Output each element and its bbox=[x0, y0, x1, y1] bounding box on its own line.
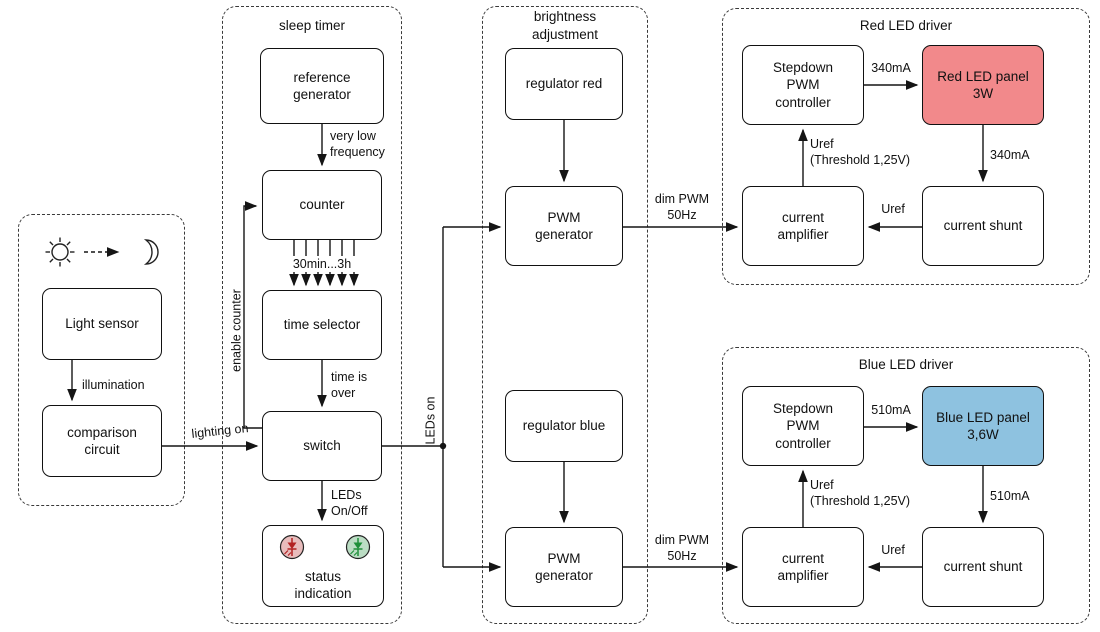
edge-label-510ma-2: 510mA bbox=[990, 489, 1030, 503]
edge-label-dim-pwm-red: dim PWM 50Hz bbox=[654, 192, 710, 223]
node-regulator-blue: regulator blue bbox=[505, 390, 623, 462]
group-title-red-led-driver: Red LED driver bbox=[859, 18, 953, 33]
group-title-brightness-adjustment: brightness adjustment bbox=[531, 9, 599, 42]
edge-label-uref-threshold-red: Uref (Threshold 1,25V) bbox=[810, 137, 911, 168]
node-stepdown-pwm-controller-red: Stepdown PWM controller bbox=[742, 45, 864, 125]
node-comparison-circuit: comparison circuit bbox=[42, 405, 162, 477]
node-red-led-panel: Red LED panel 3W bbox=[922, 45, 1044, 125]
node-blue-led-panel: Blue LED panel 3,6W bbox=[922, 386, 1044, 466]
edge-label-340ma-2: 340mA bbox=[990, 148, 1030, 162]
edge-label-dim-pwm-blue: dim PWM 50Hz bbox=[654, 533, 710, 564]
edge-label-uref-blue: Uref bbox=[881, 543, 905, 557]
edge-label-leds-on-off: LEDs On/Off bbox=[331, 488, 368, 519]
edge-label-leds-on: LEDs on bbox=[423, 396, 438, 445]
edge-label-time-is-over: time is over bbox=[331, 370, 368, 401]
edge-label-510ma-1: 510mA bbox=[871, 403, 911, 417]
node-reference-generator: reference generator bbox=[260, 48, 384, 124]
node-current-amplifier-red: current amplifier bbox=[742, 186, 864, 266]
group-blue-led-driver bbox=[722, 347, 1090, 624]
green-led-indicator-icon bbox=[345, 534, 371, 560]
crescent-moon-icon bbox=[130, 236, 162, 268]
group-light-sensing bbox=[18, 214, 185, 506]
node-light-sensor: Light sensor bbox=[42, 288, 162, 360]
group-title-sleep-timer: sleep timer bbox=[278, 18, 346, 33]
edge-label-340ma-1: 340mA bbox=[871, 61, 911, 75]
node-switch: switch bbox=[262, 411, 382, 481]
edge-label-uref-threshold-blue: Uref (Threshold 1,25V) bbox=[810, 478, 911, 509]
node-regulator-red: regulator red bbox=[505, 48, 623, 120]
group-sleep-timer bbox=[222, 6, 402, 624]
node-stepdown-pwm-controller-blue: Stepdown PWM controller bbox=[742, 386, 864, 466]
edge-label-very-low-frequency: very low frequency bbox=[330, 129, 385, 160]
group-brightness-adjustment bbox=[482, 6, 648, 624]
node-pwm-generator-blue: PWM generator bbox=[505, 527, 623, 607]
edge-label-enable-counter: enable counter bbox=[229, 289, 244, 372]
group-red-led-driver bbox=[722, 8, 1090, 285]
status-indication-label: status indication bbox=[294, 569, 352, 602]
node-pwm-generator-red: PWM generator bbox=[505, 186, 623, 266]
node-status-indication: status indication bbox=[262, 525, 384, 607]
node-current-amplifier-blue: current amplifier bbox=[742, 527, 864, 607]
node-current-shunt-red: current shunt bbox=[922, 186, 1044, 266]
edge-label-timer-range: 30min...3h bbox=[280, 256, 364, 273]
edge-label-illumination: illumination bbox=[82, 378, 145, 392]
node-counter: counter bbox=[262, 170, 382, 240]
red-led-indicator-icon bbox=[279, 534, 305, 560]
junction-dot bbox=[439, 442, 447, 450]
node-time-selector: time selector bbox=[262, 290, 382, 360]
node-current-shunt-blue: current shunt bbox=[922, 527, 1044, 607]
group-title-blue-led-driver: Blue LED driver bbox=[858, 357, 954, 372]
sun-icon bbox=[42, 234, 78, 270]
edge-label-uref-red: Uref bbox=[881, 202, 905, 216]
